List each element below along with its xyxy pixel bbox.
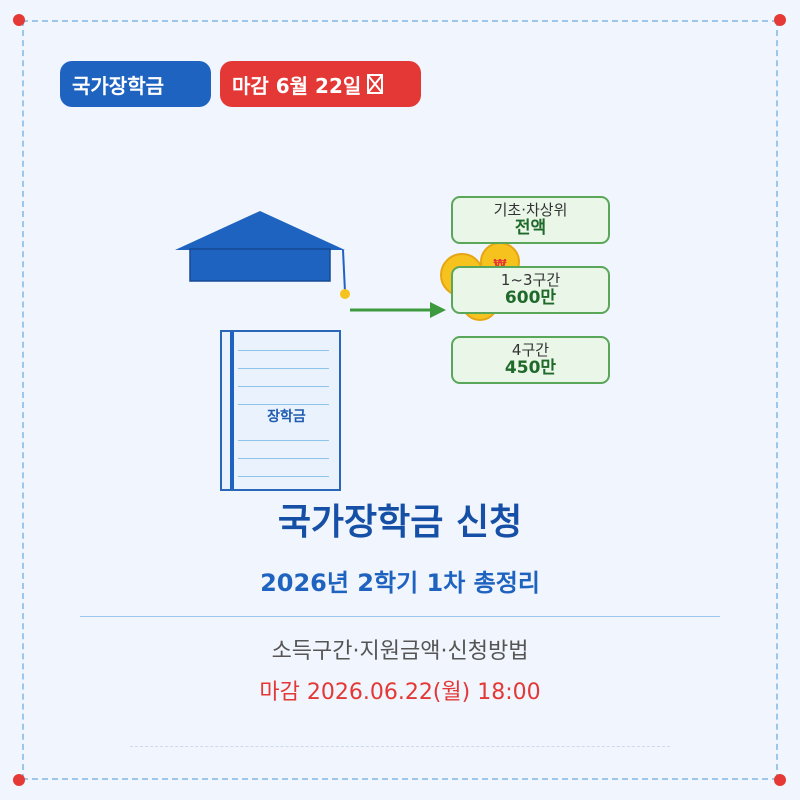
- deadline-badge: 마감 6월 22일: [220, 61, 421, 107]
- arrow-right-icon: [350, 302, 446, 318]
- book-label: 장학금: [267, 409, 306, 425]
- tier-value: 450만: [504, 357, 557, 378]
- missing-glyph-icon: [367, 74, 384, 94]
- page-title: 국가장학금 신청: [277, 502, 523, 543]
- corner-dot-top-right: [774, 14, 786, 26]
- book-line: [238, 350, 329, 351]
- corner-dot-bottom-right: [774, 774, 786, 786]
- deadline-badge-label: 마감 6월 22일: [232, 73, 362, 98]
- book-line: [238, 404, 329, 405]
- divider: [80, 616, 720, 617]
- category-badge-label: 국가장학금: [72, 73, 164, 98]
- tier-label: 기초·차상위: [493, 201, 568, 220]
- book-line: [238, 476, 329, 477]
- deadline-text: 마감 2026.06.22(월) 18:00: [259, 680, 541, 705]
- tier-card-1-3: 1~3구간 600만: [451, 266, 610, 314]
- description: 소득구간·지원금액·신청방법: [271, 639, 529, 664]
- corner-dot-top-left: [13, 14, 25, 26]
- dashed-frame: [22, 20, 778, 780]
- tier-label: 4구간: [511, 341, 550, 360]
- book-line: [238, 368, 329, 369]
- book-line: [238, 458, 329, 459]
- book-line: [238, 440, 329, 441]
- tier-value: 전액: [514, 217, 547, 238]
- tier-value: 600만: [504, 287, 557, 308]
- page-subtitle: 2026년 2학기 1차 총정리: [260, 569, 540, 597]
- tier-card-4: 4구간 450만: [451, 336, 610, 384]
- tier-card-basic: 기초·차상위 전액: [451, 196, 610, 244]
- scholarship-book-icon: 장학금: [220, 330, 341, 491]
- graduation-cap-icon: [175, 211, 350, 299]
- book-spine: [230, 332, 234, 489]
- corner-dot-bottom-left: [13, 774, 25, 786]
- category-badge: 국가장학금: [60, 61, 211, 107]
- book-line: [238, 386, 329, 387]
- tier-label: 1~3구간: [500, 271, 561, 290]
- bottom-dashed-line: [130, 746, 670, 747]
